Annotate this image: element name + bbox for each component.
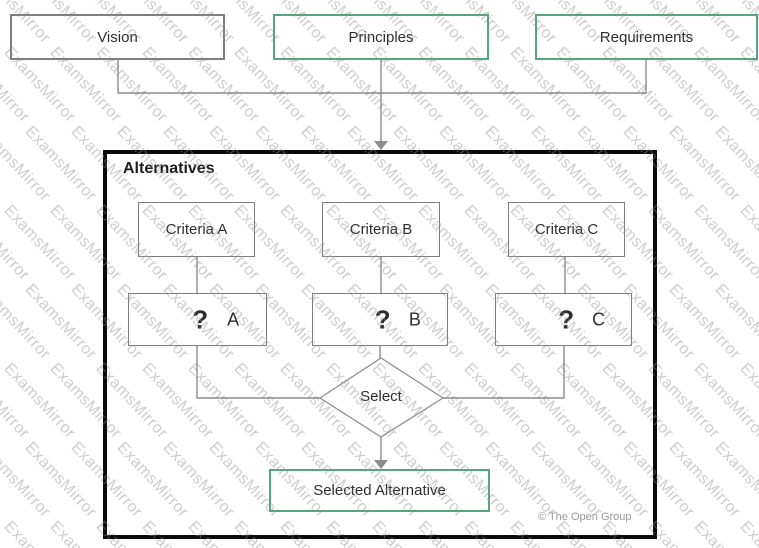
vision-label: Vision	[97, 28, 138, 46]
watermark-text: ExamsMirror	[665, 281, 744, 363]
watermark-text: ExamsMirror	[711, 281, 759, 363]
alternatives-container	[103, 150, 657, 539]
watermark-text: ExamsMirror	[0, 518, 79, 548]
watermark-text: ExamsMirror	[690, 202, 759, 284]
watermark-text: ExamsMirror	[711, 439, 759, 521]
question-c-mark: ?	[558, 304, 575, 334]
criteria-b-label: Criteria B	[349, 221, 413, 238]
question-a-box: ? A	[128, 293, 267, 346]
watermark-text: ExamsMirror	[736, 518, 759, 548]
question-a-letter: A	[227, 309, 240, 329]
criteria-a-box: Criteria A	[138, 202, 255, 257]
question-b-box: ? B	[312, 293, 448, 346]
vision-box: Vision	[10, 14, 225, 60]
question-c-letter: C	[592, 309, 606, 329]
principles-box: Principles	[273, 14, 489, 60]
question-b-mark: ?	[374, 304, 391, 334]
select-label: Select	[360, 388, 402, 405]
question-a-mark: ?	[192, 304, 209, 334]
watermark-text: ExamsMirror	[0, 518, 33, 548]
watermark-text: ExamsMirror	[711, 123, 759, 205]
watermark-text: ExamsMirror	[736, 202, 759, 284]
top-bus-line	[117, 60, 647, 94]
criteria-b-box: Criteria B	[322, 202, 440, 257]
watermark-text: ExamsMirror	[690, 518, 759, 548]
watermark-text: ExamsMirror	[665, 439, 744, 521]
watermark-text: ExamsMirror	[665, 123, 744, 205]
principles-label: Principles	[348, 28, 414, 46]
watermark-text: ExamsMirror	[0, 281, 54, 363]
criteria-a-label: Criteria A	[165, 221, 228, 238]
watermark-text: ExamsMirror	[736, 360, 759, 442]
copyright-text: © The Open Group	[538, 511, 632, 523]
question-b-letter: B	[408, 309, 421, 329]
watermark-text: ExamsMirror	[21, 439, 100, 521]
watermark-text: ExamsMirror	[0, 202, 79, 284]
requirements-box: Requirements	[535, 14, 758, 60]
selected-alternative-label: Selected Alternative	[313, 482, 446, 499]
watermark-text: ExamsMirror	[690, 360, 759, 442]
criteria-c-label: Criteria C	[534, 221, 599, 238]
criteria-c-box: Criteria C	[508, 202, 625, 257]
selected-alternative-box: Selected Alternative	[269, 469, 490, 512]
watermark-text: ExamsMirror	[0, 439, 54, 521]
alternatives-title: Alternatives	[123, 160, 215, 177]
watermark-text: ExamsMirror	[0, 123, 54, 205]
watermark-text: ExamsMirror	[21, 281, 100, 363]
watermark-text: ExamsMirror	[0, 360, 33, 442]
arrowhead-into-alternatives	[374, 141, 388, 150]
watermark-text: ExamsMirror	[0, 202, 33, 284]
watermark-text: ExamsMirror	[21, 123, 100, 205]
requirements-label: Requirements	[599, 28, 694, 46]
watermark-text: ExamsMirror	[0, 360, 79, 442]
question-c-box: ? C	[495, 293, 632, 346]
